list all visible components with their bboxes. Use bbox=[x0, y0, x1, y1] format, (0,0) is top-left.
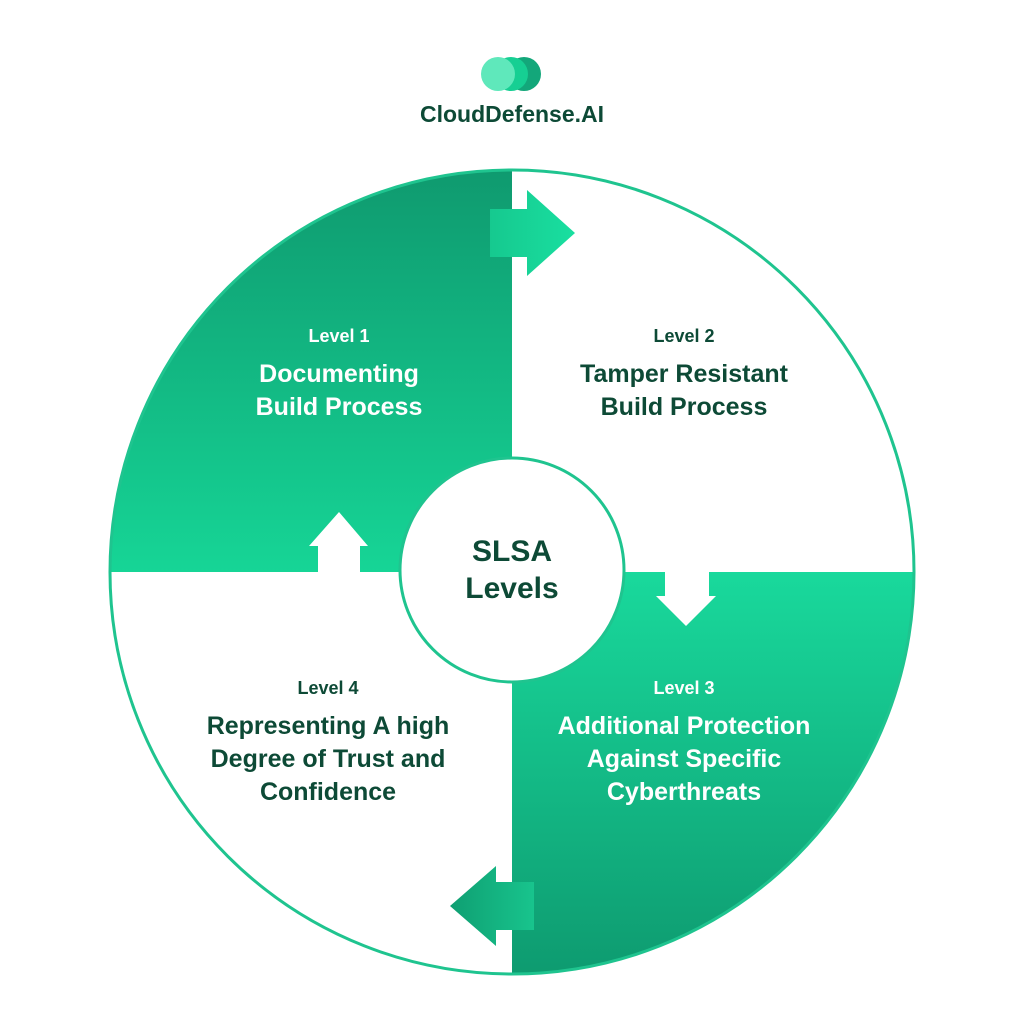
arrow-down-icon bbox=[656, 566, 716, 626]
level-1-title-line-1: Documenting bbox=[259, 360, 419, 388]
level-3-title-line-2: Against Specific bbox=[587, 745, 782, 773]
level-2-title-line-2: Build Process bbox=[601, 393, 768, 421]
level-4-title-line-1: Representing A high bbox=[207, 712, 450, 740]
level-1-label-group: Level 1 Documenting Build Process bbox=[256, 326, 423, 421]
quadrant-level-3 bbox=[512, 572, 914, 974]
cycle-circle bbox=[108, 168, 916, 976]
circle-outline bbox=[108, 168, 916, 976]
level-3-label: Level 3 bbox=[653, 678, 714, 698]
level-2-label-group: Level 2 Tamper Resistant Build Process bbox=[580, 326, 789, 421]
level-3-label-group: Level 3 Additional Protection Against Sp… bbox=[558, 678, 811, 806]
level-4-title-line-3: Confidence bbox=[260, 778, 396, 806]
level-3-title-line-1: Additional Protection bbox=[558, 712, 811, 740]
center-title-line-1: SLSA bbox=[472, 535, 552, 568]
level-2-label: Level 2 bbox=[653, 326, 714, 346]
level-4-label: Level 4 bbox=[297, 678, 358, 698]
center-hub: SLSA Levels bbox=[398, 456, 626, 684]
level-4-label-group: Level 4 Representing A high Degree of Tr… bbox=[207, 678, 450, 806]
cycle-arrows bbox=[309, 190, 716, 946]
quadrant-level-1 bbox=[110, 170, 512, 572]
arrow-right-icon bbox=[490, 190, 575, 276]
overlapping-circles-logo-icon bbox=[481, 57, 541, 91]
quadrant-level-2 bbox=[512, 170, 914, 572]
center-title-line-2: Levels bbox=[465, 572, 558, 605]
quadrant-level-4 bbox=[110, 572, 512, 974]
brand-logo: CloudDefense.AI bbox=[420, 57, 604, 127]
arrow-up-icon bbox=[309, 512, 368, 576]
arrow-left-icon bbox=[450, 866, 534, 946]
level-1-label: Level 1 bbox=[308, 326, 369, 346]
level-1-title-line-2: Build Process bbox=[256, 393, 423, 421]
level-4-title-line-2: Degree of Trust and bbox=[211, 745, 446, 773]
level-2-title-line-1: Tamper Resistant bbox=[580, 360, 789, 388]
brand-name: CloudDefense.AI bbox=[420, 101, 604, 127]
level-3-title-line-3: Cyberthreats bbox=[607, 778, 761, 806]
